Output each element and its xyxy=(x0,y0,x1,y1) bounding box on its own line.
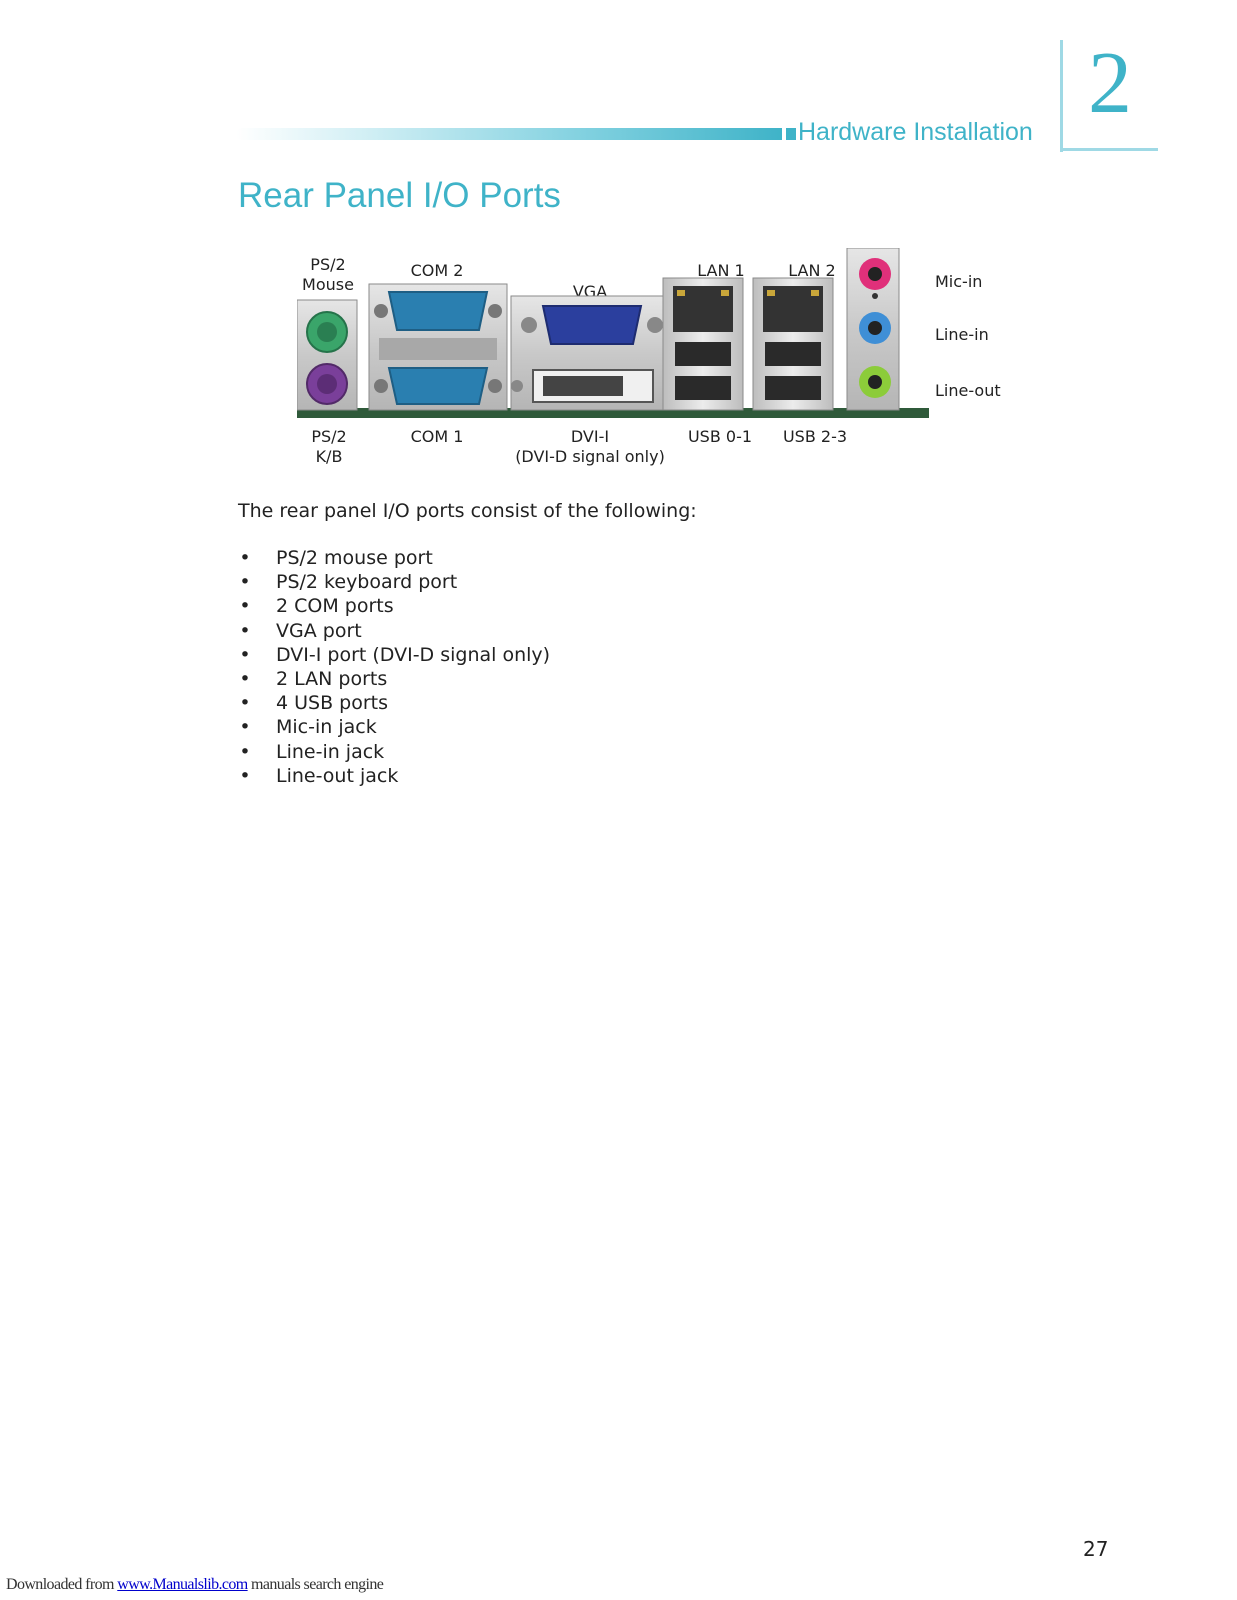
label-mic-in: Mic-in xyxy=(935,272,983,291)
video-block xyxy=(510,295,678,411)
bullet: • xyxy=(239,740,251,763)
bullet: • xyxy=(239,716,251,739)
ps2-block xyxy=(297,299,358,411)
usb0-port xyxy=(675,342,731,366)
label-dvi-line1: DVI-I xyxy=(570,427,610,446)
list-item-text: DVI-I port (DVI-D signal only) xyxy=(276,643,551,666)
label-ps2-kb-line2: K/B xyxy=(315,447,343,466)
com-block xyxy=(368,283,508,411)
pcb-edge xyxy=(297,408,929,418)
label-lan1: LAN 1 xyxy=(697,261,745,280)
footer-suffix: manuals search engine xyxy=(247,1576,384,1593)
chapter-tab-rule xyxy=(1060,40,1063,152)
label-line-out: Line-out xyxy=(935,381,1001,400)
list-item: • Line-in jack xyxy=(238,740,550,764)
list-item: • 4 USB ports xyxy=(238,691,550,715)
list-item-text: 2 LAN ports xyxy=(276,667,388,690)
list-item: • Line-out jack xyxy=(238,764,550,788)
com1-port xyxy=(387,367,489,405)
page-number: 27 xyxy=(1083,1537,1109,1561)
label-usb23: USB 2-3 xyxy=(782,427,848,446)
audio-block xyxy=(846,248,900,411)
usb1-port xyxy=(675,376,731,400)
label-usb01: USB 0-1 xyxy=(687,427,753,446)
label-ps2-mouse-line2: Mouse xyxy=(302,275,354,294)
list-item: • Mic-in jack xyxy=(238,715,550,739)
rear-panel-illustration xyxy=(297,248,929,418)
list-item: • VGA port xyxy=(238,619,550,643)
bullet: • xyxy=(239,619,251,642)
usb3-port xyxy=(765,376,821,400)
label-ps2-kb-line1: PS/2 xyxy=(311,427,347,446)
intro-paragraph: The rear panel I/O ports consist of the … xyxy=(238,500,697,522)
bullet: • xyxy=(239,692,251,715)
lan-usb-block-2 xyxy=(752,277,834,411)
list-item-text: Line-out jack xyxy=(276,764,399,787)
list-item: • 2 LAN ports xyxy=(238,667,550,691)
label-ps2-mouse-line1: PS/2 xyxy=(310,255,346,274)
footer-prefix: Downloaded from xyxy=(6,1576,118,1593)
list-item: • PS/2 keyboard port xyxy=(238,570,550,594)
bullet: • xyxy=(239,595,251,618)
list-item-text: 2 COM ports xyxy=(276,595,394,618)
port-list: • PS/2 mouse port • PS/2 keyboard port • 2 … xyxy=(238,546,550,788)
header-rule xyxy=(236,128,782,140)
label-ps2-kb: PS/2 K/B xyxy=(311,427,346,467)
list-item: • PS/2 mouse port xyxy=(238,546,550,570)
list-item: • DVI-I port (DVI-D signal only) xyxy=(238,643,550,667)
bullet: • xyxy=(239,667,251,690)
usb2-port xyxy=(765,342,821,366)
list-item-text: 4 USB ports xyxy=(276,692,389,715)
com2-port xyxy=(387,291,489,331)
label-line-in: Line-in xyxy=(935,325,989,344)
chapter-number: 2 xyxy=(1088,35,1132,132)
label-com1: COM 1 xyxy=(410,427,464,446)
label-com2: COM 2 xyxy=(410,261,464,280)
list-item-text: Line-in jack xyxy=(276,740,385,763)
label-lan2: LAN 2 xyxy=(788,261,836,280)
page-title: Rear Panel I/O Ports xyxy=(238,176,561,215)
bullet: • xyxy=(239,571,251,594)
chapter-tab-underline xyxy=(1060,148,1158,151)
label-dvi: DVI-I (DVI-D signal only) xyxy=(515,427,665,467)
list-item-text: PS/2 mouse port xyxy=(276,547,433,569)
list-item-text: VGA port xyxy=(276,619,362,642)
vga-port xyxy=(541,305,643,345)
list-item-text: Mic-in jack xyxy=(276,716,377,739)
lan-usb-block-1 xyxy=(662,277,744,411)
label-dvi-line2: (DVI-D signal only) xyxy=(515,447,665,466)
header-rule-marker xyxy=(786,128,796,140)
bullet: • xyxy=(239,764,251,787)
list-item: • 2 COM ports xyxy=(238,594,550,618)
bullet: • xyxy=(239,643,251,666)
section-title: Hardware Installation xyxy=(798,118,1033,146)
list-item-text: PS/2 keyboard port xyxy=(276,571,458,594)
footer-link[interactable]: www.Manualslib.com xyxy=(117,1576,248,1593)
bullet: • xyxy=(239,547,251,569)
download-footer: Downloaded from www.Manualslib.com manua… xyxy=(6,1576,384,1594)
label-ps2-mouse: PS/2 Mouse xyxy=(302,255,354,295)
